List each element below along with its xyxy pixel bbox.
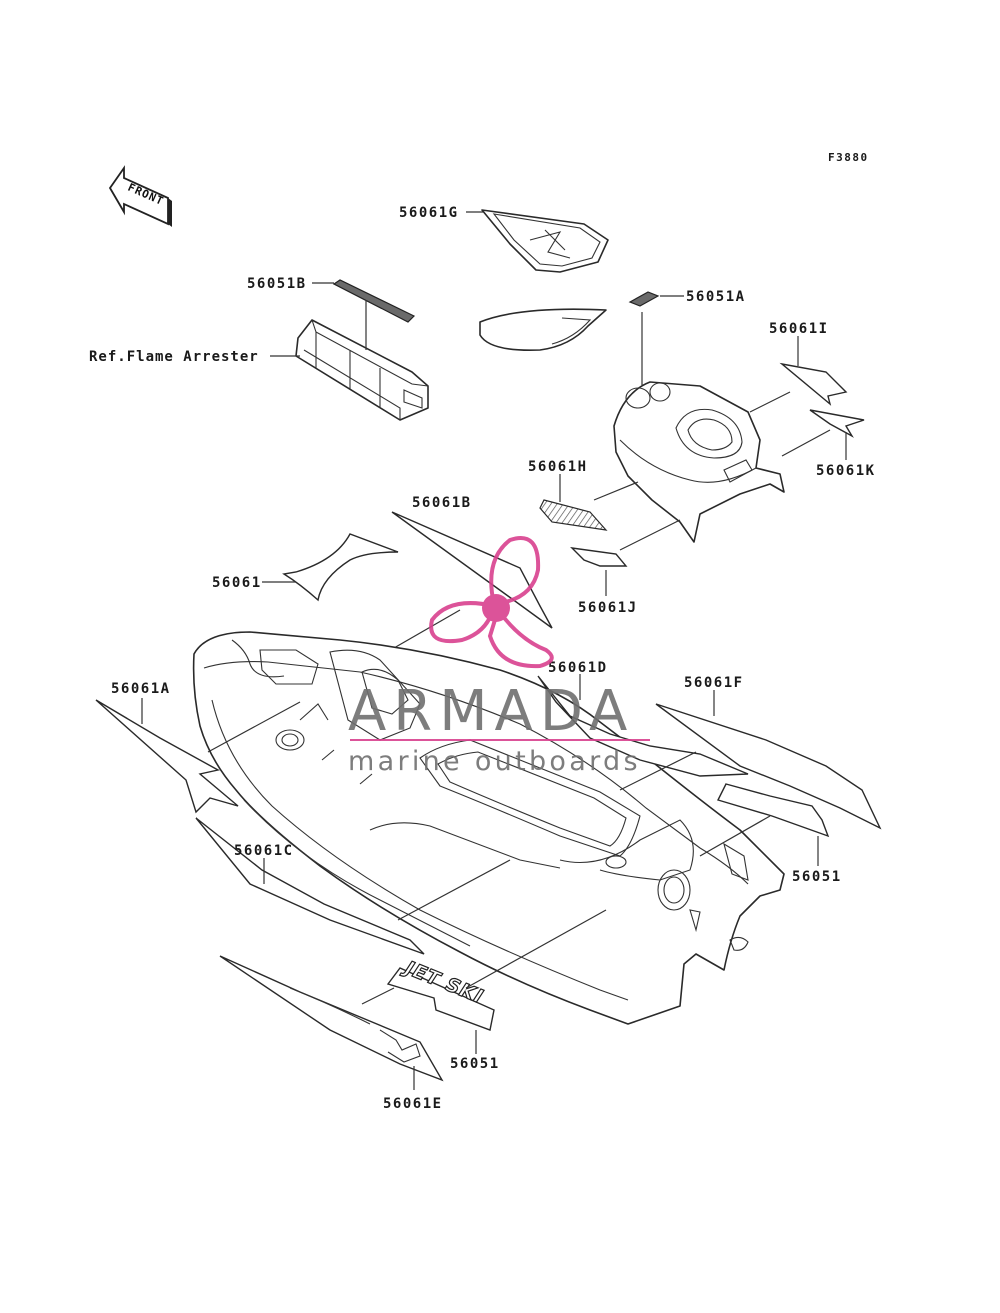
decal-56061 (262, 533, 399, 602)
decal-56061B (391, 511, 553, 649)
decal-56051A (628, 291, 684, 385)
label-56061K: 56061K (816, 463, 876, 479)
propeller-blade-left (429, 601, 497, 643)
seat-part (479, 308, 607, 352)
hull-part (192, 631, 785, 1025)
label-56061G: 56061G (399, 205, 459, 221)
figure-code: F3880 (828, 151, 869, 164)
label-56051-bottom: 56051 (450, 1056, 500, 1072)
label-56061: 56061 (212, 575, 262, 591)
decal-56061H (539, 474, 639, 531)
decal-56061F (655, 690, 882, 830)
decal-56061I (749, 336, 848, 413)
label-56051A: 56051A (686, 289, 746, 305)
label-56061F: 56061F (684, 675, 744, 691)
decal-56061A (95, 698, 301, 814)
label-56061C: 56061C (234, 843, 294, 859)
seat-decal-56061G (466, 209, 609, 273)
propeller-logo-icon (429, 536, 554, 669)
front-arrow-icon: FRONT (108, 165, 172, 227)
armada-watermark: ARMADA marine outboards (348, 536, 650, 777)
steering-cover-part (613, 381, 785, 543)
watermark-brand: ARMADA (348, 679, 634, 744)
label-56061E: 56061E (383, 1096, 443, 1112)
label-56051B: 56051B (247, 276, 307, 292)
label-56061D: 56061D (548, 660, 608, 676)
propeller-hub (482, 594, 510, 622)
ref-flame-arrester-label: Ref.Flame Arrester (89, 349, 259, 365)
flame-arrester-part (295, 319, 429, 421)
decal-56061D (537, 674, 749, 791)
decal-56051B (312, 279, 416, 350)
label-56061A: 56061A (111, 681, 171, 697)
label-56061I: 56061I (769, 321, 829, 337)
label-56061J: 56061J (578, 600, 638, 616)
label-56061H: 56061H (528, 459, 588, 475)
propeller-blade-right (487, 605, 554, 669)
propeller-blade-top (489, 536, 541, 607)
decal-56061E (219, 955, 444, 1090)
decal-56061K (781, 409, 865, 460)
decal-56061C (195, 817, 511, 955)
label-56051-right: 56051 (792, 869, 842, 885)
watermark-tagline: marine outboards (348, 746, 641, 777)
decal-56061J (570, 519, 681, 596)
label-56061B: 56061B (412, 495, 472, 511)
decal-56051-right (699, 783, 830, 866)
